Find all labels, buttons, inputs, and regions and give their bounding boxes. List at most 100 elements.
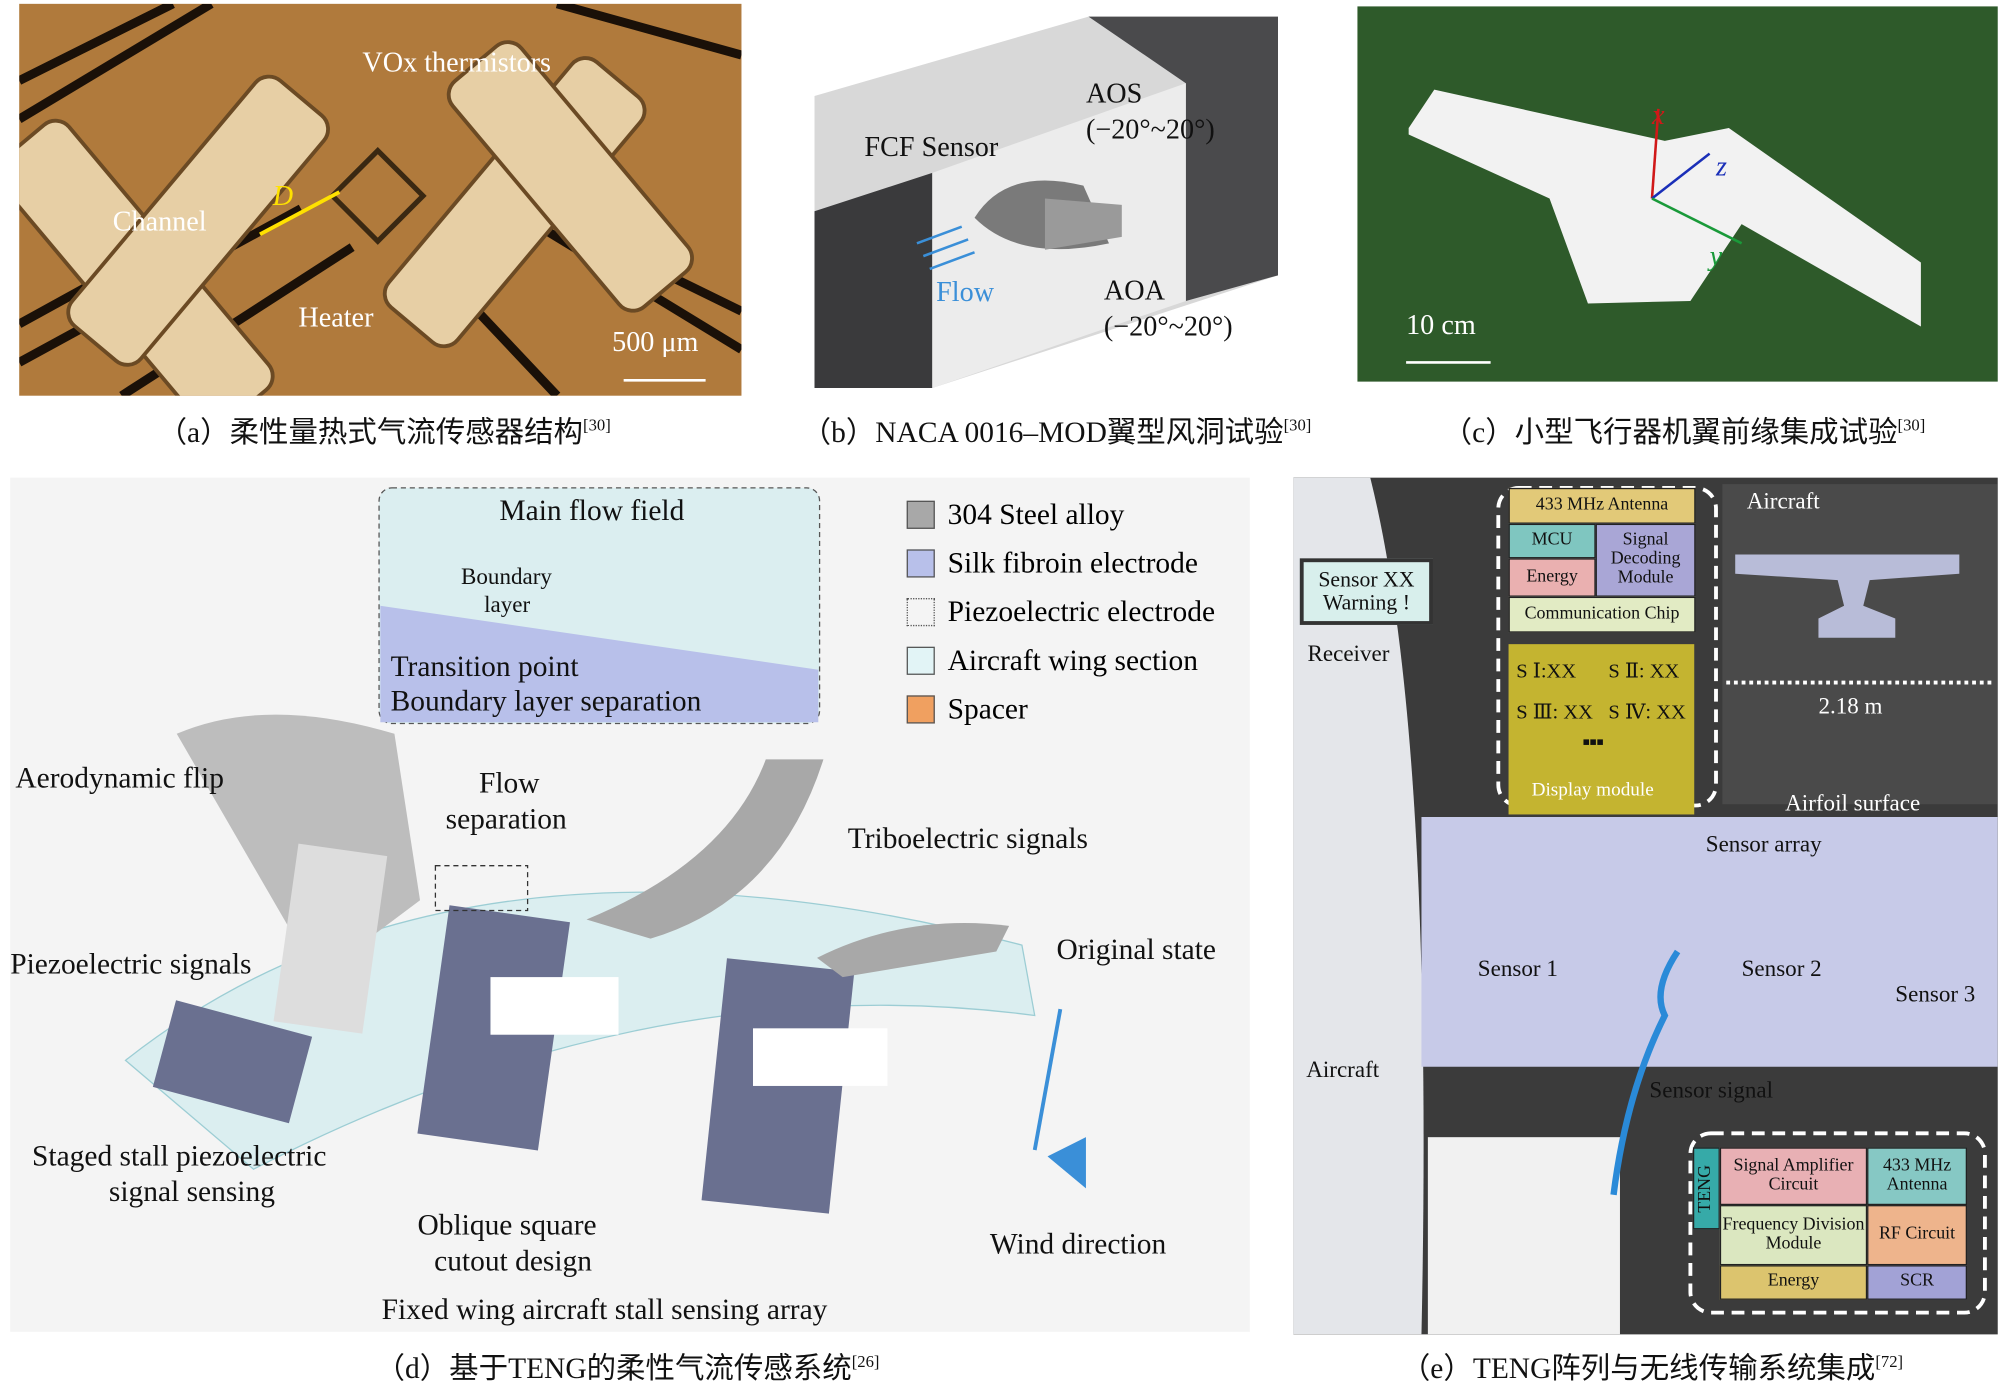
panel-d-teng-stall-array: Main flow field Boundary layer Transitio… (10, 477, 1250, 1332)
caption-d: （d）基于TENG的柔性气流传感系统[26] (376, 1343, 880, 1387)
legend-label: Piezoelectric electrode (947, 595, 1216, 628)
label-wingspan: 2.18 m (1818, 692, 1883, 719)
inset-title: Main flow field (499, 494, 685, 527)
block-frequency-division: Frequency Division Module (1719, 1205, 1868, 1266)
label-receiver: Receiver (1307, 640, 1390, 666)
caption-c-ref: [30] (1897, 415, 1926, 435)
label-airfoil-surface: Airfoil surface (1785, 790, 1921, 816)
label-wind-direction: Wind direction (989, 1228, 1167, 1261)
axis-z-label: z (1716, 149, 1727, 182)
label-sensor-signal: Sensor signal (1649, 1076, 1773, 1103)
block-433-antenna-tx: 433 MHz Antenna (1867, 1147, 1968, 1206)
caption-e-ref: [72] (1875, 1351, 1904, 1371)
wind-tunnel-render (814, 16, 1279, 389)
display-s4: S Ⅳ: XX (1608, 701, 1686, 724)
block-rf-circuit: RF Circuit (1867, 1205, 1968, 1266)
label-display-module: Display module (1531, 779, 1654, 801)
label-vox-thermistors: VOx thermistors (362, 46, 551, 79)
label-flow-sep-2: separation (445, 802, 567, 835)
caption-d-text: （d）基于TENG的柔性气流传感系统 (375, 1352, 852, 1385)
label-sensor-3: Sensor 3 (1895, 980, 1976, 1007)
legend-swatch (906, 646, 935, 675)
caption-b-ref: [30] (1283, 415, 1312, 435)
label-array: Fixed wing aircraft stall sensing array (381, 1293, 828, 1326)
caption-a: （a）柔性量热式气流传感器结构[30] (158, 407, 611, 451)
label-flow: Flow (936, 275, 995, 308)
legend-swatch (906, 549, 935, 578)
scale-bar-label: 10 cm (1406, 308, 1476, 341)
label-aos: AOS (1085, 76, 1143, 109)
sensor-micrograph (19, 3, 742, 396)
display-s1: S Ⅰ:XX (1516, 660, 1577, 683)
block-scr: SCR (1867, 1265, 1968, 1300)
block-teng: TENG (1692, 1147, 1720, 1230)
inset-transition-point: Transition point (390, 650, 579, 683)
caption-c: （c）小型飞行器机翼前缘集成试验[30] (1443, 407, 1926, 451)
caption-e: （e）TENG阵列与无线传输系统集成[72] (1401, 1343, 1903, 1387)
panel-c-aircraft-wing-test: x z y 10 cm (1357, 6, 1998, 382)
system-photo (1293, 477, 1998, 1335)
label-aerodynamic-flip: Aerodynamic flip (15, 761, 224, 794)
caption-a-text: （a）柔性量热式气流传感器结构 (157, 416, 584, 449)
scale-bar-label: 500 μm (612, 325, 699, 358)
inset-separation: Boundary layer separation (390, 685, 702, 718)
label-aoa: AOA (1103, 274, 1165, 307)
receiver-screen-line-2: Warning ! (1322, 590, 1410, 615)
caption-a-ref: [30] (583, 415, 611, 435)
label-heater: Heater (298, 300, 374, 333)
display-more: ■■■ (1582, 735, 1604, 748)
label-sensor-array: Sensor array (1705, 831, 1822, 857)
label-sensor-2: Sensor 2 (1741, 955, 1822, 981)
legend-label: 304 Steel alloy (947, 498, 1125, 531)
legend-swatch (906, 695, 935, 724)
label-oblique-1: Oblique square (417, 1208, 597, 1241)
caption-c-text: （c）小型飞行器机翼前缘集成试验 (1442, 416, 1898, 449)
legend-steel: 304 Steel alloy (906, 498, 1125, 531)
legend-spacer: Spacer (906, 692, 1028, 726)
caption-d-ref: [26] (851, 1351, 880, 1371)
legend-piezo: Piezoelectric electrode (906, 595, 1216, 628)
display-s2: S Ⅱ: XX (1608, 660, 1680, 683)
aircraft-photo (1406, 89, 1921, 364)
caption-b: （b）NACA 0016–MOD翼型风洞试验[30] (802, 407, 1312, 451)
label-sensor-1: Sensor 1 (1477, 955, 1558, 981)
panel-a-thermal-sensor-photo: VOx thermistors Channel D Heater 500 μm (19, 3, 742, 396)
inset-boundary: Boundary (461, 563, 552, 590)
block-signal-decoding: Signal Decoding Module (1595, 523, 1696, 597)
block-communication-chip: Communication Chip (1508, 596, 1696, 633)
label-aoa-range: (−20°~20°) (1103, 309, 1233, 342)
receiver-screen-line-1: Sensor XX (1318, 567, 1415, 592)
axis-x-label: x (1651, 98, 1665, 131)
label-original-state: Original state (1056, 933, 1216, 966)
legend-silk: Silk fibroin electrode (906, 546, 1198, 580)
label-aos-range: (−20°~20°) (1085, 112, 1215, 145)
legend-swatch (906, 500, 935, 529)
panel-b-wind-tunnel: FCF Sensor AOS (−20°~20°) Flow AOA (−20°… (814, 6, 1279, 389)
label-flow-sep-1: Flow (478, 767, 540, 800)
wing-array-render (124, 487, 1086, 1214)
label-staged-2: signal sensing (108, 1175, 275, 1208)
label-oblique-2: cutout design (434, 1244, 593, 1277)
label-piezoelectric: Piezoelectric signals (10, 947, 252, 980)
legend-label: Aircraft wing section (947, 644, 1198, 677)
display-s3: S Ⅲ: XX (1516, 701, 1593, 724)
legend-label: Silk fibroin electrode (947, 546, 1198, 579)
block-433-antenna: 433 MHz Antenna (1508, 487, 1696, 524)
caption-b-text: （b）NACA 0016–MOD翼型风洞试验 (801, 416, 1284, 449)
caption-e-text: （e）TENG阵列与无线传输系统集成 (1400, 1352, 1876, 1385)
block-signal-amplifier: Signal Amplifier Circuit (1719, 1147, 1868, 1206)
block-teng-label: TENG (1695, 1164, 1715, 1213)
legend-label: Spacer (947, 692, 1028, 725)
label-aircraft-photo: Aircraft (1746, 487, 1820, 514)
label-aircraft: Aircraft (1306, 1056, 1380, 1083)
block-energy: Energy (1508, 558, 1596, 597)
label-d: D (272, 179, 294, 212)
legend-wing: Aircraft wing section (906, 644, 1198, 677)
legend-swatch (906, 598, 935, 627)
inset-layer: layer (484, 591, 531, 618)
axis-y-label: y (1709, 239, 1723, 272)
label-staged-1: Staged stall piezoelectric (32, 1139, 327, 1172)
label-triboelectric: Triboelectric signals (847, 822, 1088, 855)
